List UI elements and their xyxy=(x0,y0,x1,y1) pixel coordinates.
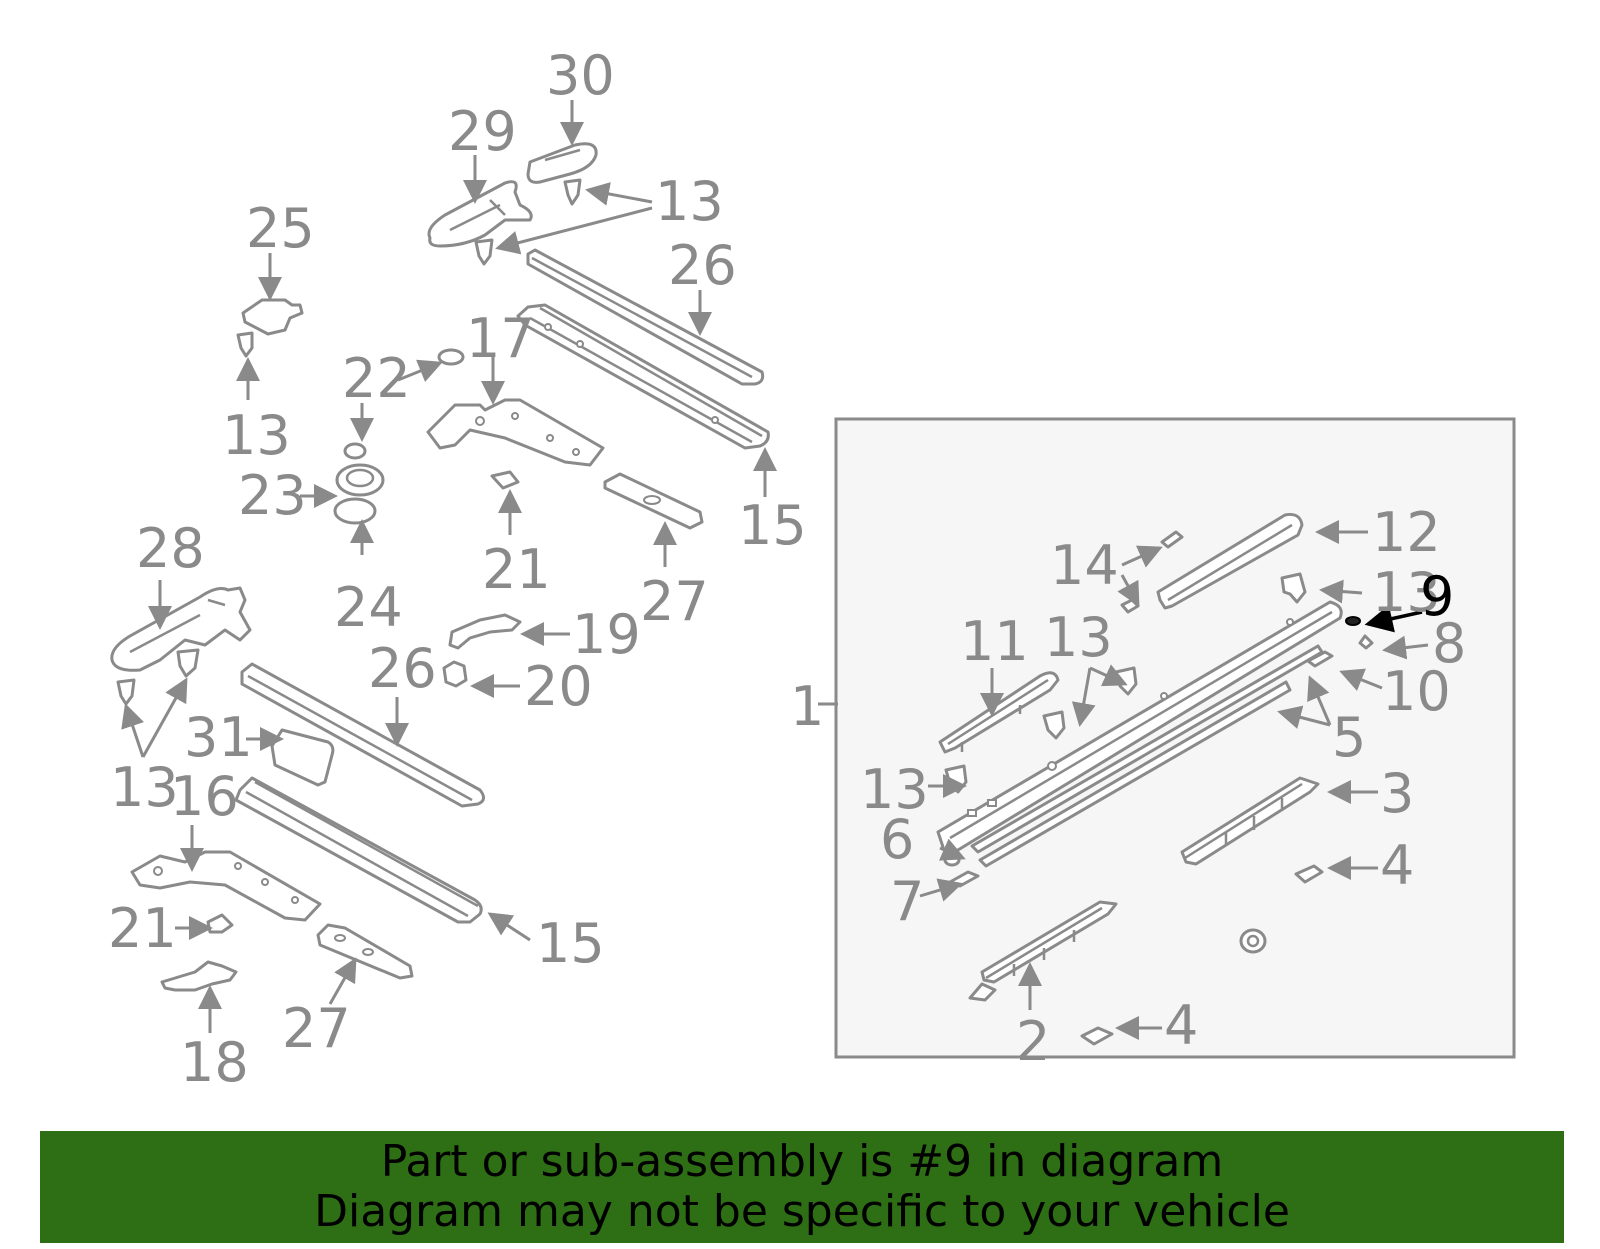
clip-13f[interactable] xyxy=(1280,572,1307,604)
label-6: 6 xyxy=(880,808,914,871)
part-25[interactable] xyxy=(241,298,304,336)
part-26-top[interactable] xyxy=(526,248,765,386)
label-26: 26 xyxy=(368,637,437,700)
part-23[interactable] xyxy=(335,442,385,497)
part-9[interactable] xyxy=(1345,616,1361,626)
part-3[interactable] xyxy=(1180,776,1320,866)
label-23: 23 xyxy=(238,464,307,527)
part-27-low[interactable] xyxy=(316,923,414,980)
callout-labels: 30 29 13 26 25 13 22 17 23 24 21 15 27 2… xyxy=(108,44,1466,1094)
part-27-top[interactable] xyxy=(603,472,704,530)
label-27: 27 xyxy=(282,997,351,1060)
part-29[interactable] xyxy=(427,180,533,248)
part-12[interactable] xyxy=(1156,513,1304,610)
label-20: 20 xyxy=(524,655,593,718)
banner-line-1: Part or sub-assembly is #9 in diagram xyxy=(380,1136,1224,1187)
part-28[interactable] xyxy=(110,586,252,672)
label-13: 13 xyxy=(860,758,929,821)
part-19[interactable] xyxy=(448,613,522,650)
label-15: 15 xyxy=(536,912,605,975)
label-13: 13 xyxy=(1044,606,1113,669)
label-30: 30 xyxy=(546,44,615,107)
part-8[interactable] xyxy=(1358,634,1374,650)
part-18[interactable] xyxy=(160,960,238,992)
clip-13c[interactable] xyxy=(236,331,254,358)
label-4: 4 xyxy=(1380,834,1414,897)
label-27: 27 xyxy=(640,570,709,633)
part-2[interactable] xyxy=(968,900,1118,1002)
part-30[interactable] xyxy=(526,142,598,184)
label-12: 12 xyxy=(1372,501,1441,564)
part-31[interactable] xyxy=(270,728,335,787)
label-24: 24 xyxy=(334,576,403,639)
part-15-low[interactable] xyxy=(234,776,483,924)
part-4-bottom[interactable] xyxy=(1080,1026,1114,1046)
clip-13b[interactable] xyxy=(474,238,494,266)
part-20[interactable] xyxy=(442,660,468,688)
label-9: 9 xyxy=(1420,565,1454,628)
part-21-low[interactable] xyxy=(206,913,234,934)
part-21-top[interactable] xyxy=(490,470,520,490)
label-21: 21 xyxy=(108,897,177,960)
part-4-top[interactable] xyxy=(1294,864,1324,884)
label-13: 13 xyxy=(1372,561,1441,624)
label-7: 7 xyxy=(890,870,924,933)
part-17[interactable] xyxy=(426,398,605,467)
label-13: 13 xyxy=(655,170,724,233)
label-25: 25 xyxy=(246,197,315,260)
label-1: 1 xyxy=(790,675,824,738)
clip-13d[interactable] xyxy=(176,648,200,678)
part-15-top[interactable] xyxy=(516,303,770,450)
clip-13a[interactable] xyxy=(563,178,582,206)
label-19: 19 xyxy=(572,603,641,666)
label-26: 26 xyxy=(668,234,737,297)
label-28: 28 xyxy=(136,517,205,580)
label-3: 3 xyxy=(1380,762,1414,825)
part-26-mid[interactable] xyxy=(240,662,485,808)
label-15: 15 xyxy=(738,494,807,557)
label-13: 13 xyxy=(110,756,179,819)
label-21: 21 xyxy=(482,538,551,601)
part-14a[interactable] xyxy=(1160,530,1184,549)
label-8: 8 xyxy=(1432,612,1466,675)
info-banner: Part or sub-assembly is #9 in diagram Di… xyxy=(40,1131,1564,1243)
label-11: 11 xyxy=(960,610,1029,673)
parts-diagram: 30 29 13 26 25 13 22 17 23 24 21 15 27 2… xyxy=(108,44,1516,1094)
part-22[interactable] xyxy=(437,348,465,366)
clip-13h[interactable] xyxy=(1042,710,1066,740)
label-22: 22 xyxy=(342,347,411,410)
label-13: 13 xyxy=(222,404,291,467)
label-5: 5 xyxy=(1332,706,1366,769)
label-29: 29 xyxy=(448,100,517,163)
label-17: 17 xyxy=(466,307,535,370)
label-10: 10 xyxy=(1382,660,1451,723)
banner-line-2: Diagram may not be specific to your vehi… xyxy=(314,1186,1290,1237)
label-4: 4 xyxy=(1164,994,1198,1057)
clip-13e[interactable] xyxy=(116,678,136,706)
label-31: 31 xyxy=(184,706,253,769)
part-24[interactable] xyxy=(333,497,377,525)
part-5[interactable] xyxy=(970,644,1324,868)
label-14: 14 xyxy=(1050,534,1119,597)
label-16: 16 xyxy=(170,765,239,828)
label-18: 18 xyxy=(180,1031,249,1094)
leader-lines xyxy=(121,100,1429,1040)
label-2: 2 xyxy=(1016,1010,1050,1073)
grommet[interactable] xyxy=(1239,928,1267,954)
